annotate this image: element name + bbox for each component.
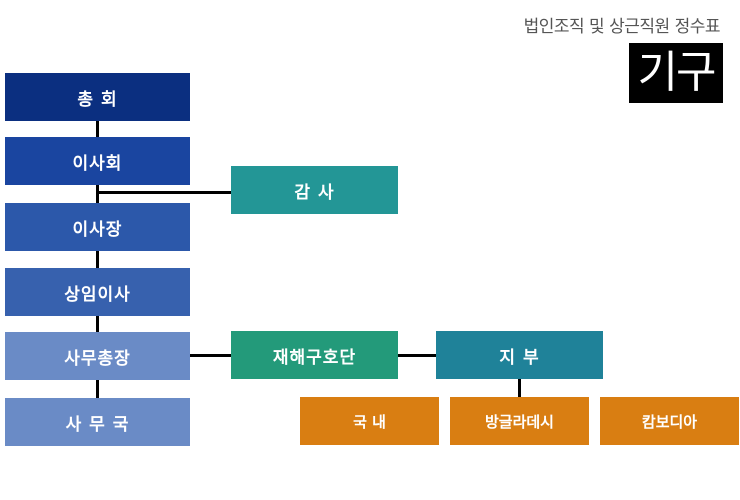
- connector-line: [96, 191, 231, 194]
- connector-line: [96, 121, 99, 137]
- node-label: 방글라데시: [484, 412, 554, 431]
- node-general-assembly: 총 회: [5, 73, 190, 121]
- node-label: 지 부: [499, 347, 540, 368]
- node-branch-domestic: 국 내: [300, 397, 439, 445]
- connector-line: [96, 316, 99, 332]
- page-title: 기구: [629, 43, 723, 103]
- node-label: 국 내: [353, 412, 386, 431]
- node-branch: 지 부: [436, 331, 603, 379]
- node-board-of-directors: 이사회: [5, 137, 190, 185]
- node-secretariat: 사 무 국: [5, 398, 190, 446]
- node-standing-director: 상임이사: [5, 268, 190, 316]
- page-subtitle: 법인조직 및 상근직원 정수표: [523, 17, 721, 37]
- node-secretary-general: 사무총장: [5, 332, 190, 380]
- node-branch-cambodia: 캄보디아: [600, 397, 739, 445]
- node-label: 총 회: [77, 89, 118, 110]
- node-relief-team: 재해구호단: [231, 331, 398, 379]
- node-label: 상임이사: [64, 284, 131, 305]
- node-chairman: 이사장: [5, 203, 190, 251]
- node-auditor: 감 사: [231, 166, 398, 214]
- connector-line: [190, 354, 231, 357]
- connector-line: [96, 380, 99, 398]
- connector-line: [96, 185, 99, 203]
- node-label: 감 사: [294, 182, 335, 203]
- connector-line: [96, 251, 99, 268]
- node-label: 사무총장: [64, 348, 131, 369]
- node-label: 사 무 국: [65, 414, 130, 435]
- node-label: 캄보디아: [641, 412, 698, 431]
- node-label: 이사장: [72, 219, 123, 240]
- connector-line: [518, 379, 521, 397]
- node-label: 재해구호단: [272, 347, 357, 368]
- connector-line: [398, 354, 436, 357]
- node-label: 이사회: [72, 153, 123, 174]
- node-branch-bangladesh: 방글라데시: [450, 397, 589, 445]
